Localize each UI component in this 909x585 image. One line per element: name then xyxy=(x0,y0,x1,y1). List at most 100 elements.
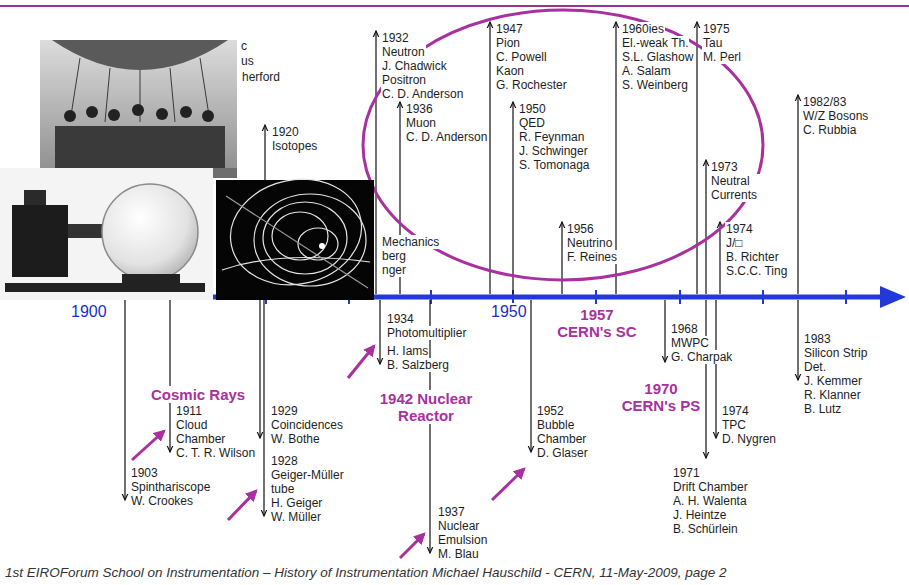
highlight-ellipse xyxy=(363,10,763,280)
label-slot: Neutron xyxy=(381,45,426,59)
axis-tick xyxy=(679,290,681,304)
timeline-label: 1956 xyxy=(566,222,595,236)
label-slot: Nuclear Emulsion xyxy=(437,519,499,547)
axis-tick xyxy=(595,290,597,304)
timeline-label: Tau xyxy=(702,36,723,50)
timeline-label: Drift Chamber xyxy=(672,480,749,494)
label-slot: 1960ies xyxy=(621,22,665,36)
timeline-label: Silicon Strip Det. xyxy=(803,346,883,374)
label-slot: 1971 xyxy=(672,466,701,480)
event-arrow xyxy=(719,222,720,294)
timeline-label: W. Crookes xyxy=(130,494,194,508)
label-slot: S.C.C. Ting xyxy=(725,264,788,278)
instrument-arrow xyxy=(705,300,706,458)
timeline-label: 1975 xyxy=(702,22,731,36)
event-arrow xyxy=(489,22,490,294)
instrument-arrow xyxy=(664,300,665,362)
timeline-label: Photomultiplier xyxy=(386,326,467,340)
label-slot: C. D. Anderson xyxy=(381,87,464,101)
timeline-label: C. Rubbia xyxy=(802,123,857,137)
label-slot: Photomultiplier xyxy=(386,326,467,340)
timeline-label: J. Chadwick xyxy=(381,59,448,73)
label-slot: W/Z Bosons xyxy=(802,109,869,123)
timeline-label: Neutron xyxy=(381,45,426,59)
timeline-label: 1947 xyxy=(495,22,524,36)
axis-year: 1950 xyxy=(490,303,528,321)
label-slot: Silicon Strip Det. xyxy=(803,346,883,374)
pointer-arrow xyxy=(228,491,256,520)
timeline-label: W/Z Bosons xyxy=(802,109,869,123)
event-arrow xyxy=(705,160,706,294)
label-slot: R. Feynman xyxy=(518,130,585,144)
axis-arrowhead xyxy=(880,286,906,308)
label-slot: J. Schwinger xyxy=(518,144,589,158)
timeline-label: TPC xyxy=(721,418,747,432)
passenger xyxy=(156,108,168,120)
event-arrow xyxy=(512,102,513,294)
timeline-label: D. Glaser xyxy=(536,446,589,460)
label-slot: us xyxy=(240,54,255,68)
label-slot: TPC xyxy=(721,418,747,432)
label-slot: C. T. R. Wilson xyxy=(175,446,256,460)
label-slot: 1920 xyxy=(271,125,300,139)
label-slot: D. Nygren xyxy=(721,432,777,446)
particle-tracks xyxy=(221,167,372,296)
milestone-label: 1957 CERN's SC xyxy=(554,306,640,340)
timeline-label: Neutrino xyxy=(566,236,613,250)
timeline-label: 1937 xyxy=(437,505,466,519)
milestone-label: 1942 Nuclear Reactor xyxy=(362,390,490,424)
passenger xyxy=(180,106,192,118)
label-slot: G. Rochester xyxy=(495,78,568,92)
passenger xyxy=(132,104,144,116)
label-slot: 1947 xyxy=(495,22,524,36)
pointer-arrow xyxy=(400,534,424,558)
timeline-label: C. D. Anderson xyxy=(381,87,464,101)
photo-ground xyxy=(0,168,213,300)
label-slot: Kaon xyxy=(495,64,525,78)
label-slot: 1936 xyxy=(405,102,434,116)
footer-caption: 1st EIROForum School on Instrumentation … xyxy=(4,565,728,581)
timeline-label: Muon xyxy=(405,116,437,130)
label-slot: 1956 xyxy=(566,222,595,236)
timeline-label: Cloud Chamber xyxy=(175,418,231,446)
timeline-label: J. Heintze xyxy=(672,508,727,522)
timeline-label: Geiger-Müller tube xyxy=(270,468,352,496)
timeline-label: A. Salam xyxy=(621,64,672,78)
cloud-chamber-photo xyxy=(216,167,374,300)
timeline-label: c xyxy=(240,39,248,53)
timeline-label: 1929 xyxy=(270,404,299,418)
label-slot: B. Lutz xyxy=(803,402,842,416)
label-slot: C. Rubbia xyxy=(802,123,857,137)
label-slot: A. H. Walenta xyxy=(672,494,748,508)
label-slot: G. Charpak xyxy=(670,350,733,364)
label-slot: MWPC xyxy=(670,336,710,350)
passenger xyxy=(202,110,214,122)
rope xyxy=(170,68,175,122)
track-vertex xyxy=(319,243,325,249)
label-slot: 1970 CERN's PS xyxy=(618,380,704,414)
timeline-label: 1928 xyxy=(270,454,299,468)
axis-tick xyxy=(845,290,847,304)
passenger xyxy=(86,106,98,118)
timeline-label: Bubble Chamber xyxy=(536,418,596,446)
timeline-label: S.L. Glashow xyxy=(621,50,694,64)
label-slot: 1st EIROForum School on Instrumentation … xyxy=(4,565,728,581)
device-knob xyxy=(24,190,46,206)
timeline-label: Positron xyxy=(381,73,427,87)
instrument-arrow xyxy=(715,300,716,438)
label-slot: S. Weinberg xyxy=(621,78,689,92)
label-slot: B. Salzberg xyxy=(386,358,450,372)
label-slot: Pion xyxy=(495,36,521,50)
timeline-label: 1950 xyxy=(518,102,547,116)
instrument-arrow xyxy=(530,300,531,452)
timeline-label: 1971 xyxy=(672,466,701,480)
timeline-label: berg xyxy=(381,249,407,263)
label-slot: 1983 xyxy=(803,332,832,346)
label-slot: Positron xyxy=(381,73,427,87)
timeline-label: 1982/83 xyxy=(802,95,847,109)
label-slot: Geiger-Müller tube xyxy=(270,468,352,496)
timeline-label: G. Charpak xyxy=(670,350,733,364)
label-slot: A. Salam xyxy=(621,64,672,78)
timeline-label: Neutral Currents xyxy=(710,174,770,202)
bulb-stand xyxy=(122,274,180,283)
